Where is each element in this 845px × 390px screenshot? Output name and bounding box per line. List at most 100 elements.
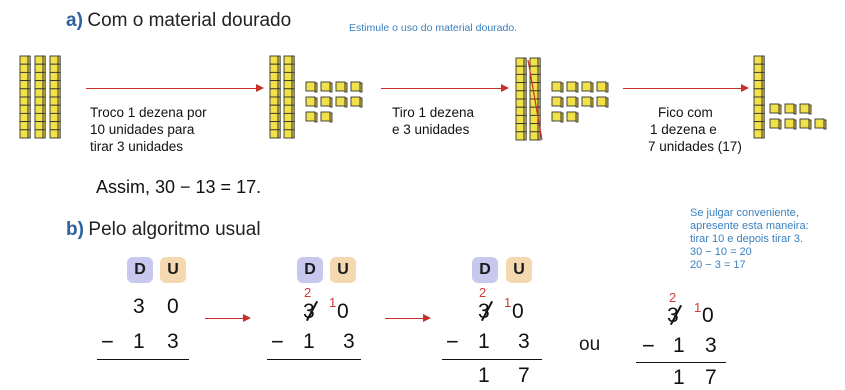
unit-cube <box>305 111 318 123</box>
top-tens-digit: 3 <box>478 300 490 323</box>
rod-side <box>27 104 31 114</box>
rod-cell <box>269 96 279 106</box>
rod-side <box>291 71 295 82</box>
column-u-badge: U <box>506 257 532 283</box>
rod-cell <box>515 82 525 92</box>
or-label: ou <box>579 334 601 355</box>
rod-cell <box>49 88 59 98</box>
rod-cell <box>34 63 44 73</box>
unit-cube <box>784 118 797 130</box>
rod-cell <box>753 88 763 98</box>
unit-face <box>566 96 577 107</box>
rod-side <box>523 73 527 84</box>
rod-side <box>57 88 61 98</box>
rod-cell <box>34 55 44 65</box>
top-units-digit: 0 <box>337 300 349 323</box>
top-tens-digit: 3 <box>667 304 679 327</box>
rod-side <box>57 112 61 123</box>
unit-cube <box>335 81 348 93</box>
rod-side <box>42 63 46 73</box>
unit-cube <box>566 96 579 108</box>
rod-side <box>277 96 281 106</box>
unit-cube <box>581 96 594 108</box>
unit-cube <box>320 111 333 123</box>
unit-cube <box>566 81 579 93</box>
rod-cell <box>283 55 293 65</box>
unit-side <box>314 97 318 108</box>
rod-side <box>291 104 295 114</box>
rod-side <box>42 88 46 98</box>
unit-cube <box>769 103 782 115</box>
top-units-digit: 0 <box>512 300 524 323</box>
unit-face <box>581 96 592 107</box>
rod-cell <box>49 121 59 131</box>
borrow-units-mark: 1 <box>329 295 337 310</box>
rod-side <box>277 71 281 82</box>
unit-face <box>814 118 825 129</box>
rod-cell <box>269 71 279 82</box>
rod-cell <box>269 63 279 73</box>
caption-step-3: Fico com 1 dezena e 7 unidades (17) <box>648 105 742 154</box>
unit-face <box>305 96 316 107</box>
rod-side <box>523 65 527 75</box>
unit-cube <box>581 81 594 93</box>
rod-side <box>42 121 46 131</box>
rod-cell <box>515 90 525 100</box>
rod-side <box>523 98 527 108</box>
rod-side <box>42 104 46 114</box>
unit-cube <box>305 81 318 93</box>
rod-cell <box>19 104 29 114</box>
rod-side <box>761 112 765 123</box>
sum-line <box>267 359 361 360</box>
rod-side <box>523 131 527 141</box>
unit-face <box>335 96 346 107</box>
rod-side <box>42 71 46 82</box>
top-units-digit: 0 <box>167 295 179 318</box>
rod-cell <box>49 96 59 106</box>
unit-side <box>793 104 797 115</box>
unit-cube <box>596 81 609 93</box>
unit-cube <box>769 118 782 130</box>
bottom-units-digit: 3 <box>705 334 717 357</box>
unit-side <box>560 112 564 123</box>
rod-side <box>27 129 31 139</box>
unit-face <box>799 118 810 129</box>
rod-side <box>761 121 765 131</box>
rod-cell <box>753 96 763 106</box>
rod-side <box>57 80 61 90</box>
rod-side <box>27 121 31 131</box>
unit-side <box>359 97 363 108</box>
rod-cell <box>515 73 525 84</box>
rod-side <box>27 80 31 90</box>
rod-cell <box>19 112 29 123</box>
rod-side <box>277 104 281 114</box>
rod-cell <box>49 112 59 123</box>
rod-cell <box>753 63 763 73</box>
answer-units-digit: 7 <box>705 366 717 389</box>
rod-side <box>291 88 295 98</box>
rod-cell <box>529 65 539 75</box>
rod-side <box>537 106 541 116</box>
rod-side <box>42 96 46 106</box>
rod-cell <box>515 114 525 125</box>
rod-cell <box>34 88 44 98</box>
unit-face <box>320 111 331 122</box>
rod-cell <box>34 121 44 131</box>
rod-side <box>277 63 281 73</box>
arrow-1 <box>86 84 264 92</box>
rod-side <box>291 112 295 123</box>
unit-side <box>314 82 318 93</box>
unit-side <box>793 119 797 130</box>
rod-cell <box>49 80 59 90</box>
bottom-units-digit: 3 <box>167 330 179 353</box>
unit-face <box>799 103 810 114</box>
rod-side <box>27 55 31 65</box>
rod-cell <box>269 112 279 123</box>
unit-cube <box>799 118 812 130</box>
sum-line <box>97 359 189 360</box>
rod-side <box>761 96 765 106</box>
rod-cell <box>515 106 525 116</box>
rod-cell <box>753 104 763 114</box>
unit-cube <box>320 81 333 93</box>
unit-face <box>320 81 331 92</box>
